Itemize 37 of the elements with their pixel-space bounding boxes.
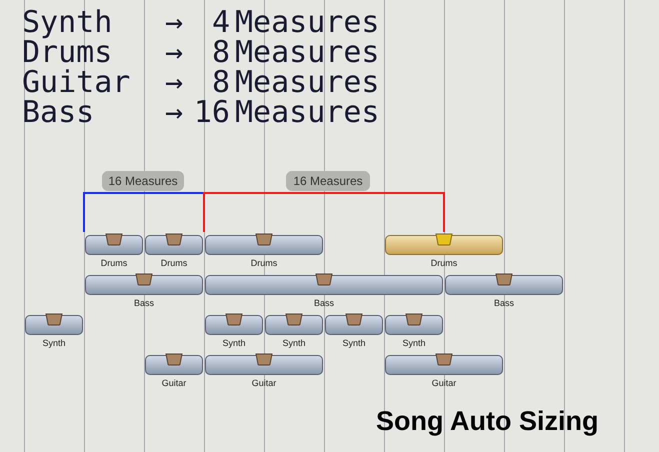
clip-bar	[325, 315, 383, 335]
text-line: Guitar → 8 Measures	[22, 68, 380, 98]
clip-label: Synth	[401, 338, 426, 348]
clip-bar	[385, 315, 443, 335]
clip-bar	[385, 235, 503, 255]
clip-bar	[265, 315, 323, 335]
clip-label: Bass	[132, 298, 155, 308]
measure-pill: 16 Measures	[102, 171, 184, 191]
clip-label: Bass	[312, 298, 335, 308]
clip-label: Drums	[250, 258, 278, 268]
clip-bar	[205, 235, 323, 255]
clip-label: Drums	[160, 258, 188, 268]
text-line: Drums → 8 Measures	[22, 38, 380, 68]
clip-label: Guitar	[250, 378, 278, 388]
clip-bar	[85, 235, 143, 255]
clip-bar	[85, 275, 203, 295]
clip-label: Synth	[341, 338, 366, 348]
clip-label: Bass	[492, 298, 515, 308]
text-line: Synth → 4 Measures	[22, 8, 380, 38]
clip-label: Synth	[41, 338, 66, 348]
clip-bar	[145, 235, 203, 255]
clip-label: Drums	[100, 258, 128, 268]
clip-bar	[205, 315, 263, 335]
clip-bar	[205, 355, 323, 375]
measure-pill: 16 Measures	[286, 171, 370, 191]
clip-bar	[445, 275, 563, 295]
clip-bar	[385, 355, 503, 375]
clip-label: Guitar	[160, 378, 188, 388]
clip-bar	[145, 355, 203, 375]
clip-label: Synth	[221, 338, 246, 348]
text-line: Bass → 16 Measures	[22, 98, 380, 128]
clip-bar	[205, 275, 443, 295]
clip-bar	[25, 315, 83, 335]
clip-label: Drums	[430, 258, 458, 268]
clip-label: Guitar	[430, 378, 458, 388]
caption: Song Auto Sizing	[376, 406, 598, 437]
clip-label: Synth	[281, 338, 306, 348]
